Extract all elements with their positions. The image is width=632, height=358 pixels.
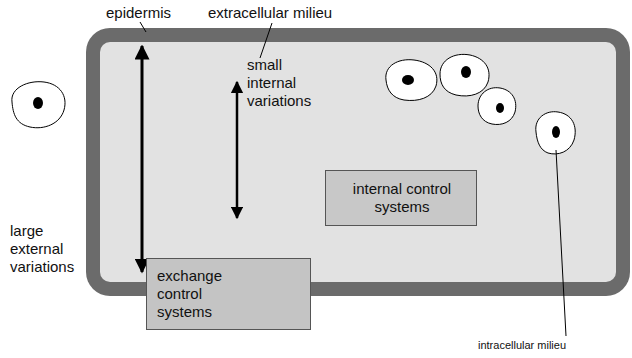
epidermis-layer xyxy=(86,28,630,296)
cell xyxy=(386,60,437,101)
double-arrow xyxy=(141,46,144,272)
cell xyxy=(440,54,489,96)
cell xyxy=(478,88,516,125)
leader-line xyxy=(260,23,272,58)
annotation: large external variations xyxy=(10,222,82,276)
extracellular-region xyxy=(100,42,616,282)
nucleus xyxy=(402,75,414,85)
nucleus xyxy=(552,126,560,138)
cell xyxy=(12,82,65,128)
nucleus xyxy=(496,103,504,113)
nucleus xyxy=(33,97,43,109)
annotation: small internal variations xyxy=(247,56,325,110)
double-arrow xyxy=(236,82,239,218)
box-label: exchange control systems xyxy=(157,267,257,321)
leader-line xyxy=(556,150,566,336)
control-box: exchange control systems xyxy=(146,258,311,330)
callout-label: intracellular milieu xyxy=(478,338,566,352)
nucleus xyxy=(461,66,471,78)
cell xyxy=(536,112,575,154)
box-label: internal control systems xyxy=(336,180,468,216)
control-box: internal control systems xyxy=(325,170,477,226)
callout-label: extracellular milieu xyxy=(208,4,332,22)
callout-label: epidermis xyxy=(106,4,171,22)
leader-line xyxy=(140,22,146,32)
